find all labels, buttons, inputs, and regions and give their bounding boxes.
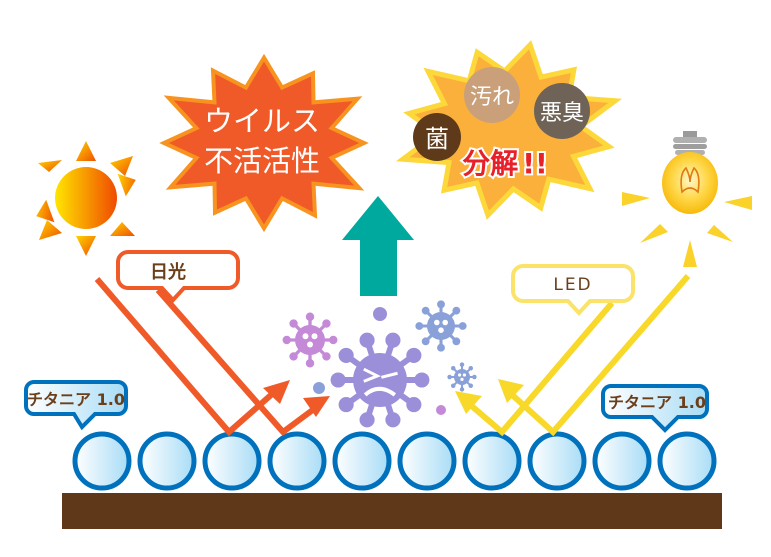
titania-label-left: チタニア 1.0 [27,390,125,409]
titania-particle [462,431,522,491]
particle-dot [313,382,325,394]
virus-main-angry [330,332,430,428]
virus-cluster [282,300,477,428]
titania-label-left-callout: チタニア 1.0 [24,380,128,431]
burst-virus-line2: 不活活性 [204,144,320,178]
sunlight-ray-2 [155,288,320,437]
virus-violet [282,312,338,368]
sunlight-arrowhead-1 [263,380,290,404]
titania-particle [332,431,392,491]
titania-particle-row [72,431,717,491]
sun-icon [36,141,136,256]
titania-particle [137,431,197,491]
bubble-odor [534,83,590,139]
particle-dot [373,307,387,321]
virus-blue [415,300,467,352]
bubble-bacteria [413,113,461,161]
particle-dot [436,405,446,415]
decompose-label: 分解!! [462,147,548,180]
titania-particle [72,431,132,491]
bubble-bacteria-label: 菌 [425,125,449,153]
led-rays [465,274,691,437]
virus-inactivation-burst: ウイルス 不活活性 [159,53,369,233]
titania-label-right-callout: チタニア 1.0 [601,384,709,433]
sunlight-label: 日光 [150,261,186,283]
led-label-callout: LED [511,264,635,316]
decompose-main: 分解 [462,147,518,180]
sunlight-arrowhead-2 [303,396,330,417]
led-label: LED [553,275,592,295]
titania-particle [202,431,262,491]
titania-particle [592,431,652,491]
bubble-dirt-label: 汚れ [470,85,514,110]
decompose-exclaim: !! [522,147,548,180]
led-ray-1 [465,301,615,437]
titania-label-right: チタニア 1.0 [608,393,706,412]
led-ray-2 [506,274,691,437]
led-arrowhead-2 [498,379,524,403]
burst-virus-line1: ウイルス [204,104,320,138]
titania-particle [397,431,457,491]
substrate-layer [62,493,722,529]
decomposition-burst: 菌 汚れ 悪臭 分解!! [395,40,623,220]
bubble-dirt [464,67,520,123]
sunlight-rays [94,277,320,437]
virus-small-blue [447,362,477,392]
up-arrow-icon [342,196,414,296]
titania-particle [657,431,717,491]
sunlight-ray-1 [94,277,273,437]
sunlight-label-callout: 日光 [116,250,240,303]
titania-particle [267,431,327,491]
titania-particle [527,431,587,491]
light-bulb-icon [622,131,752,267]
led-arrowhead-1 [455,391,482,414]
bubble-odor-label: 悪臭 [540,101,584,126]
